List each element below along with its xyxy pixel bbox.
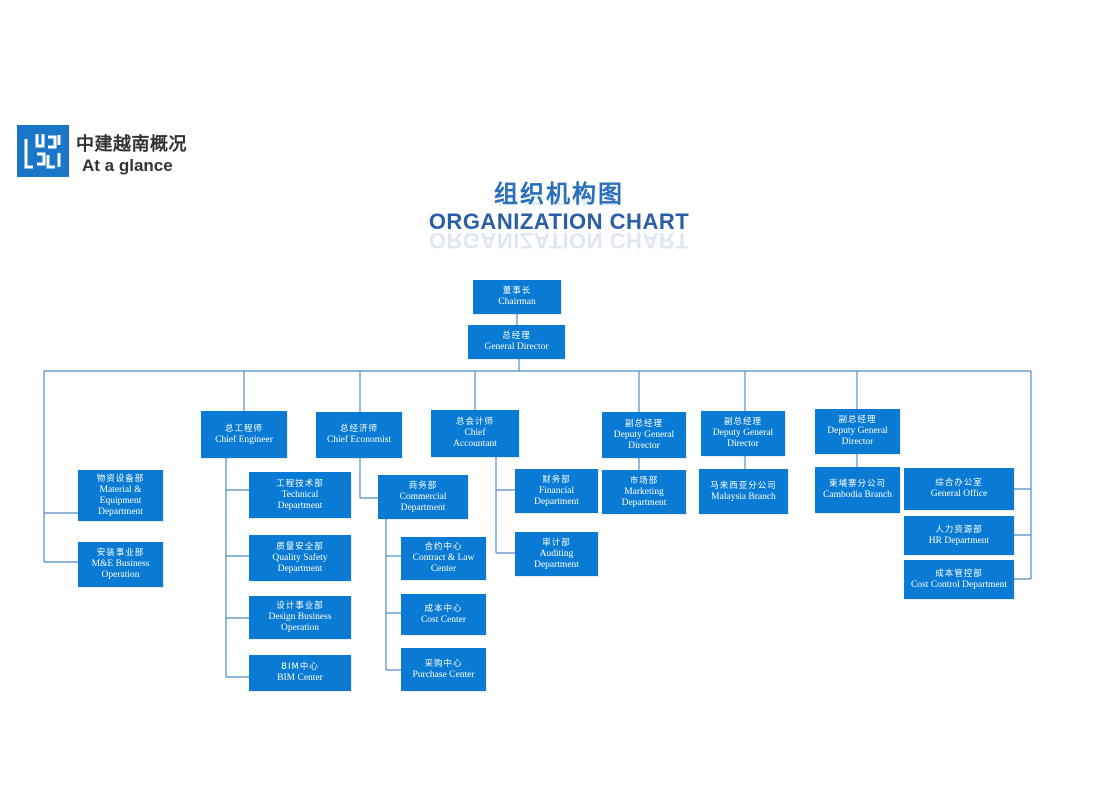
org-box-general-office: 综合办公室 General Office [904,468,1014,510]
org-box-financial: 财务部 Financial Department [515,469,598,513]
org-box-deputy-director-2: 副总经理 Deputy General Director [701,411,785,456]
org-box-chief-economist: 总经济师 Chief Economist [316,412,402,458]
company-tagline: At a glance [82,156,173,175]
chart-title-en: ORGANIZATION CHART [428,209,690,234]
org-box-chief-engineer: 总工程师 Chief Engineer [201,411,287,458]
chart-title-cn: 组织机构图 [494,180,624,208]
company-name-cn: 中建越南概况 [76,134,187,155]
org-box-cambodia-branch: 柬埔寨分公司 Cambodia Branch [815,467,900,513]
org-box-bim-center: BIM中心 BIM Center [249,655,351,691]
org-box-auditing: 审计部 Auditing Department [515,532,598,576]
org-box-cost-control: 成本管控部 Cost Control Department [904,560,1014,599]
org-box-contract-law: 合约中心 Contract & Law Center [401,537,486,580]
org-box-purchase-center: 采购中心 Purchase Center [401,648,486,691]
cscec-logo-icon [17,125,69,177]
org-box-marketing: 市场部 Marketing Department [602,470,686,514]
org-box-commercial: 商务部 Commercial Department [378,475,468,519]
org-box-deputy-director-3: 副总经理 Deputy General Director [815,409,900,454]
org-box-design-business: 设计事业部 Design Business Operation [249,596,351,639]
org-box-malaysia-branch: 马来西亚分公司 Malaysia Branch [699,469,788,514]
org-box-deputy-director-1: 副总经理 Deputy General Director [602,412,686,458]
org-box-general-director: 总经理 General Director [468,325,565,359]
org-box-material-equipment: 物资设备部 Material & Equipment Department [78,470,163,521]
org-box-cost-center: 成本中心 Cost Center [401,594,486,635]
org-box-chief-accountant: 总会计师 Chief Accountant [431,410,519,457]
org-box-me-business: 安装事业部 M&E Business Operation [78,542,163,587]
org-box-technical: 工程技术部 Technical Department [249,472,351,518]
org-box-hr: 人力资源部 HR Department [904,516,1014,555]
org-box-chairman: 董事长 Chairman [473,280,561,314]
org-box-quality-safety: 质量安全部 Quality Safety Department [249,535,351,581]
